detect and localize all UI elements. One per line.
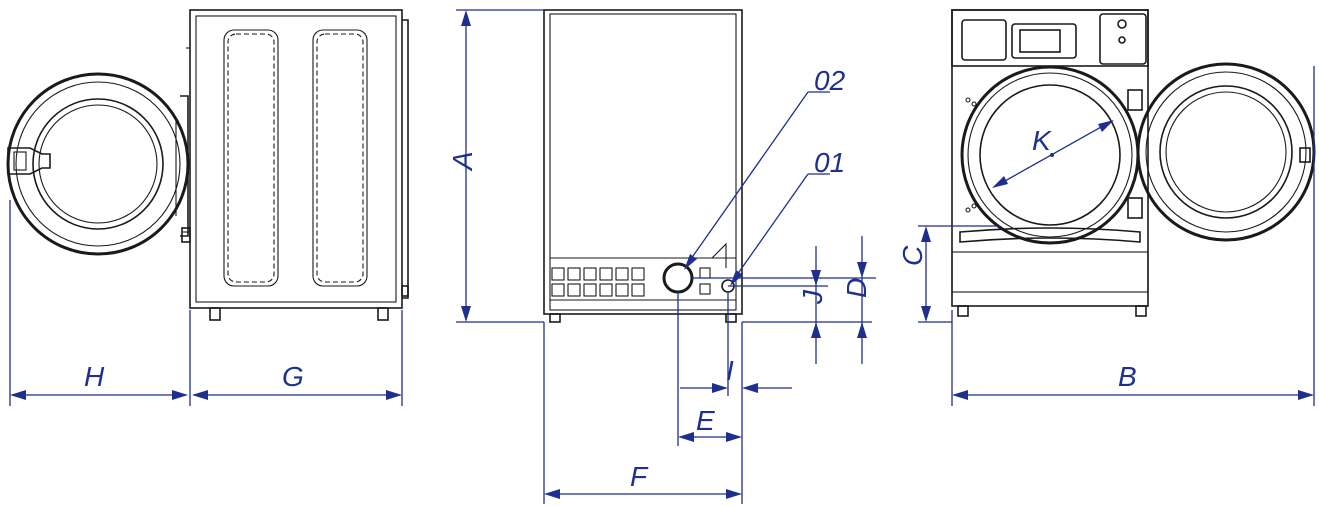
label-g: G — [282, 361, 304, 392]
label-f: F — [630, 461, 649, 492]
label-a: A — [447, 151, 478, 172]
callout-02: 02 — [814, 65, 846, 96]
side-view-door — [6, 72, 190, 256]
drain-outlet — [662, 262, 694, 294]
dimension-labels: H G A F E I J D C B K 02 01 — [84, 65, 1137, 492]
label-b: B — [1118, 361, 1137, 392]
label-j: J — [797, 289, 828, 305]
side-view-cabinet — [181, 9, 409, 321]
label-k: K — [1032, 125, 1052, 156]
front-view-open-door — [1136, 62, 1316, 242]
back-view — [543, 9, 743, 323]
label-c: C — [897, 245, 928, 266]
label-d: D — [841, 278, 872, 298]
dimension-lines — [9, 9, 1315, 504]
front-view-control-panel — [951, 9, 1149, 67]
front-view — [951, 9, 1316, 317]
label-i: I — [726, 355, 734, 386]
label-h: H — [84, 361, 105, 392]
callout-01: 01 — [814, 147, 845, 178]
label-e: E — [696, 405, 715, 436]
side-view — [6, 9, 409, 321]
back-view-connection-panel — [551, 267, 711, 297]
